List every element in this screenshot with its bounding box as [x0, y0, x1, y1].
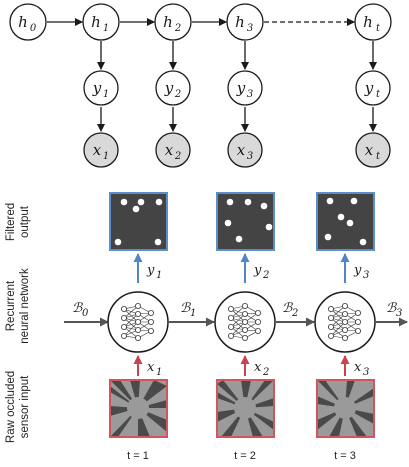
svg-text:2: 2 [291, 308, 298, 319]
node-xt: x t [355, 132, 391, 168]
svg-text:x: x [93, 141, 102, 159]
svg-text:1: 1 [103, 151, 109, 162]
svg-text:Raw occluded: Raw occluded [5, 371, 17, 443]
svg-text:y: y [253, 263, 262, 278]
svg-text:3: 3 [363, 270, 369, 281]
y-label-3: y 3 [353, 263, 369, 281]
svg-text:y: y [164, 79, 174, 97]
svg-text:h: h [91, 13, 101, 31]
svg-text:2: 2 [262, 270, 269, 281]
rnn-cell-3 [314, 291, 376, 353]
node-y3: y 3 [227, 70, 263, 106]
svg-text:h: h [363, 13, 373, 31]
svg-text:t: t [376, 89, 381, 100]
x-label-3: x 3 [354, 360, 369, 378]
time-label-1: t = 1 [127, 450, 149, 462]
node-y2: y 2 [155, 70, 191, 106]
filtered-output-panel-2 [216, 192, 275, 251]
node-h2: h 2 [154, 3, 192, 41]
neural-network-icon [330, 305, 359, 339]
svg-text:output: output [19, 205, 31, 238]
svg-text:x: x [354, 360, 362, 375]
node-ht: h t [354, 3, 392, 41]
svg-text:x: x [237, 141, 246, 159]
svg-text:1: 1 [156, 367, 162, 378]
svg-text:sensor input: sensor input [19, 375, 31, 438]
neural-network-icon [230, 305, 259, 339]
x-label-2: x 2 [254, 360, 269, 378]
svg-text:1: 1 [190, 308, 196, 319]
svg-text:t: t [376, 23, 381, 34]
svg-text:y: y [146, 263, 155, 278]
svg-text:x: x [147, 360, 155, 375]
filtered-output-panel-3 [316, 192, 375, 251]
svg-text:neural network: neural network [19, 268, 31, 344]
row-label-raw-input: Raw occluded sensor input [5, 371, 31, 443]
svg-text:h: h [163, 13, 173, 31]
belief-label-1: ℬ 1 [180, 301, 196, 319]
sensor-input-panel-2 [216, 379, 275, 438]
x-label-1: x 1 [147, 360, 162, 378]
rnn-cell-2 [214, 291, 276, 353]
neural-network-icon [123, 305, 152, 339]
belief-label-0: ℬ 0 [72, 301, 89, 319]
svg-text:3: 3 [247, 151, 253, 162]
svg-text:3: 3 [396, 308, 402, 319]
svg-text:1: 1 [156, 270, 162, 281]
svg-text:3: 3 [247, 89, 253, 100]
svg-text:ℬ: ℬ [386, 301, 397, 316]
svg-text:1: 1 [103, 23, 109, 34]
svg-text:t: t [376, 151, 381, 162]
svg-text:ℬ: ℬ [180, 301, 191, 316]
filtered-output-panel-1 [109, 192, 168, 251]
time-label-3: t = 3 [334, 450, 356, 462]
svg-text:2: 2 [174, 23, 181, 34]
svg-text:y: y [364, 79, 374, 97]
y-label-1: y 1 [146, 263, 162, 281]
node-yt: y t [355, 70, 391, 106]
sensor-input-panel-1 [109, 379, 168, 438]
node-x3: x 3 [227, 132, 263, 168]
svg-text:y: y [236, 79, 246, 97]
svg-text:0: 0 [82, 308, 89, 319]
svg-text:3: 3 [247, 23, 253, 34]
graphical-model: h 0 h 1 h 2 h 3 h t y 1 [9, 3, 392, 168]
svg-text:y: y [92, 79, 102, 97]
svg-text:ℬ: ℬ [72, 301, 83, 316]
svg-text:x: x [365, 141, 374, 159]
svg-text:h: h [235, 13, 245, 31]
belief-label-2: ℬ 2 [282, 301, 298, 319]
vertical-edges [97, 41, 377, 132]
svg-text:0: 0 [30, 23, 37, 34]
node-x2: x 2 [155, 132, 191, 168]
svg-text:ℬ: ℬ [282, 301, 293, 316]
svg-text:y: y [353, 263, 362, 278]
svg-text:1: 1 [103, 89, 109, 100]
node-y1: y 1 [83, 70, 119, 106]
svg-text:2: 2 [174, 151, 181, 162]
node-h3: h 3 [226, 3, 264, 41]
belief-label-3: ℬ 3 [386, 301, 402, 319]
svg-text:2: 2 [174, 89, 181, 100]
y-label-2: y 2 [253, 263, 269, 281]
node-x1: x 1 [83, 132, 119, 168]
svg-text:Recurrent: Recurrent [5, 280, 17, 331]
svg-text:h: h [18, 13, 28, 31]
svg-text:3: 3 [363, 367, 369, 378]
svg-text:Filtered: Filtered [5, 203, 17, 241]
time-label-2: t = 2 [234, 450, 256, 462]
rnn-cell-1 [107, 291, 169, 353]
sensor-input-panel-3 [316, 379, 375, 438]
row-label-filtered-output: Filtered output [5, 203, 31, 241]
node-h0: h 0 [9, 3, 47, 41]
svg-text:x: x [254, 360, 262, 375]
svg-text:x: x [165, 141, 174, 159]
row-label-rnn: Recurrent neural network [5, 268, 31, 344]
node-h1: h 1 [82, 3, 120, 41]
svg-text:2: 2 [262, 367, 269, 378]
